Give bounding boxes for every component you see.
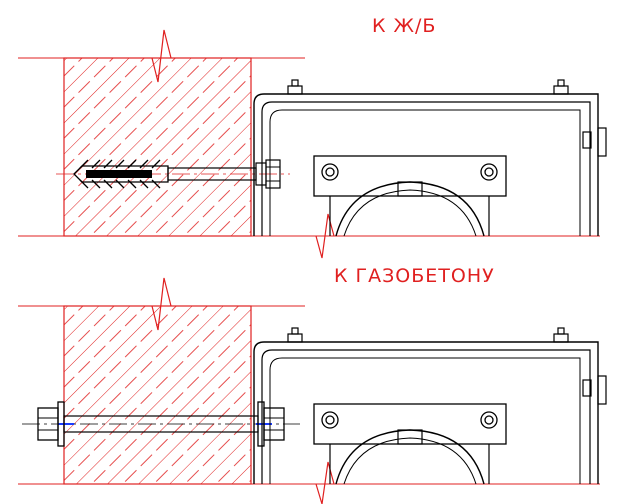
break-mark-top	[151, 29, 172, 83]
label-aerated-concrete: К ГАЗОБЕТОНУ	[334, 265, 495, 287]
device-housing-bottom	[253, 327, 607, 485]
concrete-wall	[63, 57, 252, 237]
label-concrete: К Ж/Б	[372, 15, 436, 37]
device-housing-top	[253, 79, 607, 237]
break-mark-top-2	[151, 277, 172, 331]
break-mark-bottom	[315, 213, 335, 259]
expansion-anchor	[56, 159, 290, 189]
detail-concrete: К Ж/Б	[18, 15, 607, 259]
detail-aerated-concrete: К ГАЗОБЕТОНУ	[18, 265, 607, 504]
through-bolt	[22, 401, 300, 447]
break-mark-bottom-2	[315, 461, 335, 504]
aerated-concrete-wall	[63, 305, 252, 485]
